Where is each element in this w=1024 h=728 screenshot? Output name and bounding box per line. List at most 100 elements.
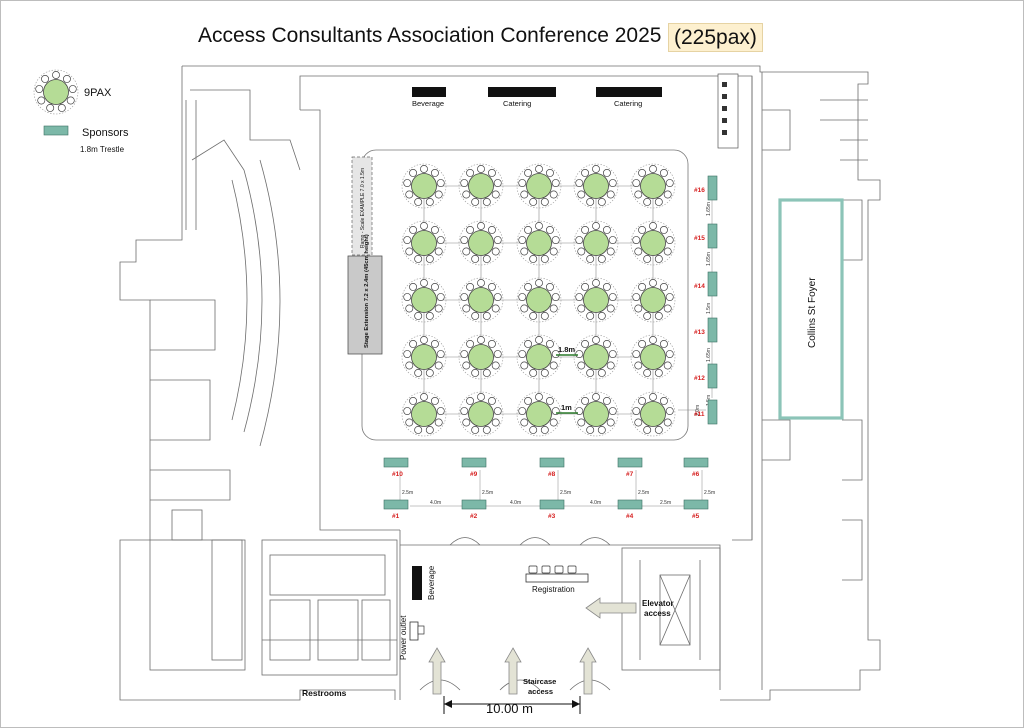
sponsor-booth-8-label: #8 <box>548 471 556 478</box>
round-table-10 <box>630 220 676 266</box>
round-table-21 <box>401 391 447 437</box>
spacing-annotations: 1.8m 1m <box>556 345 578 414</box>
sponsor-booth-4 <box>617 499 643 510</box>
sponsor-booth-5 <box>683 499 709 510</box>
round-table-22 <box>458 391 504 437</box>
round-table-19 <box>573 334 619 380</box>
dim-bottom-4: 2.5m <box>660 500 671 506</box>
round-table-16 <box>401 334 447 380</box>
sponsor-booth-3-label: #3 <box>548 513 556 520</box>
dim-right-4: 1.65m <box>706 348 712 362</box>
beverage-lobby-label: Beverage <box>427 565 436 600</box>
sponsor-booth-9 <box>461 457 487 468</box>
beverage-top-label: Beverage <box>412 99 444 108</box>
sponsor-booth-8 <box>539 457 565 468</box>
beverage-station-top <box>412 87 446 97</box>
dim-right-1: 1.65m <box>706 202 712 216</box>
staircase-label-1: Staircase <box>523 677 556 686</box>
elevator-label-2: access <box>644 609 671 618</box>
dim-bottom-2: 4.0m <box>510 500 521 506</box>
sponsor-booth-9-label: #9 <box>470 471 478 478</box>
sponsor-booth-16 <box>707 175 718 201</box>
sponsor-booth-16-label: #16 <box>694 187 705 194</box>
dim-booth-11: 2.0m <box>695 405 701 416</box>
sponsor-booth-2-label: #2 <box>470 513 478 520</box>
sponsor-booth-4-label: #4 <box>626 513 634 520</box>
catering-station-2 <box>596 87 662 97</box>
sponsor-booth-3 <box>539 499 565 510</box>
scale-label: 10.00 m <box>486 701 533 716</box>
dim-vertical-5: 2.5m <box>704 490 715 496</box>
round-table-18 <box>516 334 562 380</box>
spacing-label-1m: 1m <box>561 403 572 412</box>
dim-right-2: 1.65m <box>706 252 712 266</box>
sponsor-booth-5-label: #5 <box>692 513 700 520</box>
spacing-label-1-8m: 1.8m <box>558 345 575 354</box>
legend-sponsor-sub: 1.8m Trestle <box>80 145 125 154</box>
sponsor-booth-15 <box>707 223 718 249</box>
sponsor-booth-6-label: #6 <box>692 471 700 478</box>
round-tables <box>401 163 676 437</box>
round-table-1 <box>401 163 447 209</box>
legend: 9PAX Sponsors 1.8m Trestle <box>33 69 129 154</box>
foyer-label: Collins St Foyer <box>807 277 818 348</box>
catering-1-label: Catering <box>503 99 531 108</box>
round-table-12 <box>458 277 504 323</box>
round-table-7 <box>458 220 504 266</box>
power-outlet-desk <box>409 621 425 641</box>
sponsor-booth-12-label: #12 <box>694 375 705 382</box>
staircase-label-2: access <box>528 687 553 696</box>
stage-extension-label: Stage Extension 7.2 x 2.4m (45cm height) <box>364 234 370 348</box>
sponsor-booth-2 <box>461 499 487 510</box>
round-table-8 <box>516 220 562 266</box>
staircase-arrow-right <box>579 647 597 695</box>
sponsor-booth-14 <box>707 271 718 297</box>
registration-desk <box>525 565 589 583</box>
sponsor-booth-15-label: #15 <box>694 235 705 242</box>
collins-st-foyer: Collins St Foyer <box>778 198 844 420</box>
round-table-13 <box>516 277 562 323</box>
dim-vertical-1: 2.5m <box>402 490 413 496</box>
legend-sponsor-label: Sponsors <box>82 127 129 139</box>
sponsor-booth-14-label: #14 <box>694 283 705 290</box>
round-table-15 <box>630 277 676 323</box>
sponsor-booth-11 <box>707 399 718 425</box>
elevator-arrow <box>585 597 637 619</box>
page-title: Access Consultants Association Conferenc… <box>198 24 662 47</box>
sponsor-booth-1 <box>383 499 409 510</box>
catering-2-label: Catering <box>614 99 642 108</box>
sponsor-booth-7 <box>617 457 643 468</box>
sponsor-booth-11-label: #11 <box>694 411 705 418</box>
registration-label: Registration <box>532 585 575 594</box>
round-table-20 <box>630 334 676 380</box>
av-equipment-panel <box>717 73 739 149</box>
sponsor-booths: #1#2#3#4#5#10#9#8#7#6#16#15#14#13#12#11 <box>383 175 718 520</box>
legend-table-symbol <box>33 69 79 115</box>
staircase-arrow-center <box>504 647 522 695</box>
sponsor-booth-10-label: #10 <box>392 471 403 478</box>
restrooms-label: Restrooms <box>302 688 347 698</box>
beverage-station-lobby <box>412 566 422 600</box>
stage-ramp <box>351 156 373 256</box>
legend-table-label: 9PAX <box>84 87 112 99</box>
dim-vertical-3: 2.5m <box>560 490 571 496</box>
staircase-arrow-left <box>428 647 446 695</box>
legend-table-icon <box>33 69 79 115</box>
legend-sponsor-swatch <box>43 125 69 136</box>
lobby: Beverage Registration Power outlet Eleva… <box>399 565 674 696</box>
round-table-24 <box>573 391 619 437</box>
sponsor-booth-1-label: #1 <box>392 513 400 520</box>
round-table-23 <box>516 391 562 437</box>
sponsor-booth-10 <box>383 457 409 468</box>
capacity-badge: (225pax) <box>668 23 763 52</box>
top-service-stations: Beverage Catering Catering <box>412 87 662 108</box>
round-table-4 <box>573 163 619 209</box>
round-table-11 <box>401 277 447 323</box>
power-outlet-label: Power outlet <box>399 615 408 660</box>
stage-area: Ramp - Scale EXAMPLE 7.0 x 1.5m Stage Ex… <box>347 156 383 355</box>
foyer-box <box>778 198 844 420</box>
round-table-14 <box>573 277 619 323</box>
round-table-6 <box>401 220 447 266</box>
